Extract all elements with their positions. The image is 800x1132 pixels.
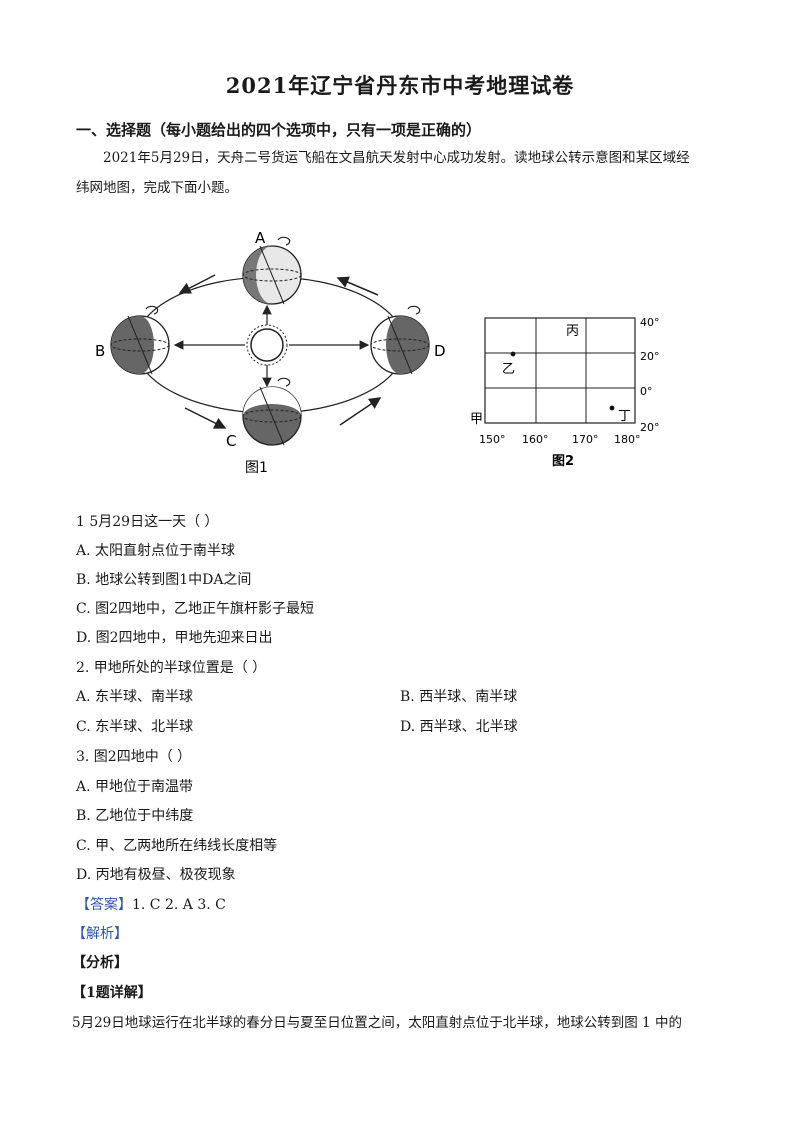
figure-1-caption: 图1 xyxy=(245,460,268,476)
section-heading: 一、选择题（每小题给出的四个选项中，只有一项是正确的） xyxy=(76,121,482,139)
figure-2-caption: 图2 xyxy=(552,454,574,469)
question-3-option-d: D. 丙地有极昼、极夜现象 xyxy=(76,867,236,883)
lat-label-20n: 20° xyxy=(640,350,660,363)
lat-label-0: 0° xyxy=(640,385,653,398)
label-d: D xyxy=(434,342,446,360)
point-yi xyxy=(510,351,516,357)
lon-label-160: 160° xyxy=(522,433,549,446)
orbit-arrow-top-left xyxy=(178,274,216,294)
question-3-option-b: B. 乙地位于中纬度 xyxy=(76,808,194,824)
question-3-option-a: A. 甲地位于南温带 xyxy=(76,779,194,795)
question-3-stem: 3. 图2四地中（ ） xyxy=(76,749,192,765)
question-1-option-c: C. 图2四地中，乙地正午旗杆影子最短 xyxy=(76,601,315,617)
figures: A B C D 图1 40° 20° 0° 20° 150° 160° 170°… xyxy=(95,229,660,476)
place-ding: 丁 xyxy=(618,409,631,424)
label-c: C xyxy=(226,432,236,450)
answer-label: 【答案】 xyxy=(76,897,132,913)
question-2-option-a: A. 东半球、南半球 xyxy=(76,689,194,705)
place-bing: 丙 xyxy=(566,324,579,339)
question-1-detail-text: 5月29日地球运行在北半球的春分日与夏至日位置之间，太阳直射点位于北半球，地球公… xyxy=(72,1015,682,1031)
earth-c-icon xyxy=(242,377,302,446)
label-b: B xyxy=(95,342,105,360)
place-jia: 甲 xyxy=(470,412,483,427)
lon-label-180: 180° xyxy=(614,433,641,446)
figure-1-revolution-diagram: A B C D 图1 xyxy=(95,229,446,476)
answer-line: 【答案】1. C 2. A 3. C xyxy=(76,895,226,915)
orbit-arrow-top-right xyxy=(336,276,379,296)
lon-label-150: 150° xyxy=(479,433,506,446)
fenxi-label: 【分析】 xyxy=(72,955,128,971)
sun-icon xyxy=(246,324,288,366)
point-ding xyxy=(609,405,615,411)
figure-2-grid-map: 40° 20° 0° 20° 150° 160° 170° 180° 甲 乙 丙… xyxy=(470,316,660,469)
earth-b-icon xyxy=(110,305,170,375)
earth-a-icon xyxy=(242,236,302,305)
question-2-stem: 2. 甲地所处的半球位置是（ ） xyxy=(76,660,267,676)
intro-paragraph-line-2: 纬网地图，完成下面小题。 xyxy=(76,180,238,196)
lat-label-40: 40° xyxy=(640,316,660,329)
orbit-arrow-bottom-left xyxy=(184,407,227,429)
question-2-option-d: D. 西半球、北半球 xyxy=(400,719,518,735)
earth-d-icon xyxy=(370,305,430,375)
orbit-arrow-bottom-right xyxy=(339,397,382,426)
page-title: 2021年辽宁省丹东市中考地理试卷 xyxy=(225,73,575,98)
lat-label-20s: 20° xyxy=(640,421,660,434)
lon-label-170: 170° xyxy=(572,433,599,446)
analysis-label: 【解析】 xyxy=(72,926,128,942)
label-a: A xyxy=(255,229,266,247)
question-1-stem: 1 5月29日这一天（ ） xyxy=(76,514,219,530)
question-1-option-d: D. 图2四地中，甲地先迎来日出 xyxy=(76,630,273,646)
place-yi: 乙 xyxy=(502,362,515,377)
question-3-option-c: C. 甲、乙两地所在纬线长度相等 xyxy=(76,838,278,854)
question-2-option-b: B. 西半球、南半球 xyxy=(400,689,518,705)
question-1-option-a: A. 太阳直射点位于南半球 xyxy=(76,543,236,559)
question-2-option-c: C. 东半球、北半球 xyxy=(76,719,194,735)
answer-text: 1. C 2. A 3. C xyxy=(132,897,226,913)
intro-paragraph-line-1: 2021年5月29日，天舟二号货运飞船在文昌航天发射中心成功发射。读地球公转示意… xyxy=(103,150,690,166)
question-1-option-b: B. 地球公转到图1中DA之间 xyxy=(76,572,252,588)
question-1-detail-label: 【1题详解】 xyxy=(72,985,152,1001)
